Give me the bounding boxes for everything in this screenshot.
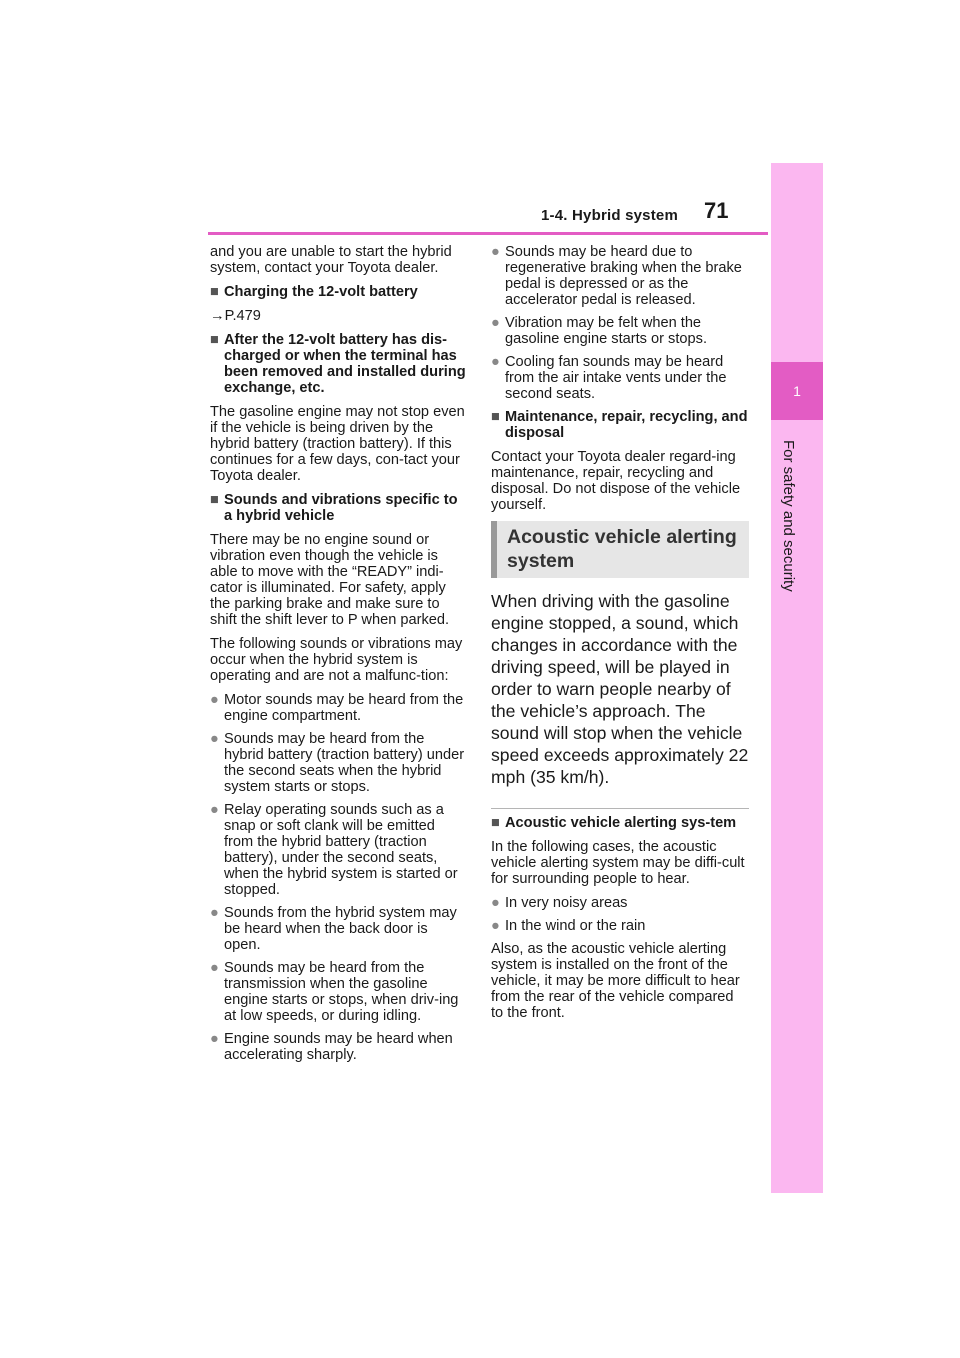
- bullet-icon: ●: [491, 244, 500, 260]
- bullet-icon: ●: [210, 692, 219, 708]
- subheading-sounds: ■Sounds and vibrations specific to a hyb…: [210, 492, 458, 524]
- bullet-icon: ●: [491, 918, 500, 934]
- subheading-maintenance: ■Maintenance, repair, recycling, and dis…: [491, 409, 748, 441]
- section-heading-avas: Acoustic vehicle alerting system: [491, 521, 749, 578]
- right-column: ●Sounds may be heard due to regenerative…: [491, 244, 749, 1029]
- bullet-icon: ●: [491, 315, 500, 331]
- subheading-charging: ■Charging the 12-volt battery: [210, 284, 418, 300]
- page-reference-link[interactable]: →P.479: [210, 308, 261, 324]
- list-item: ●Sounds may be heard due to regenerative…: [491, 244, 742, 308]
- subheading-avas: ■Acoustic vehicle alerting sys-tem: [491, 815, 737, 831]
- bullet-icon: ●: [210, 731, 219, 747]
- maintenance-paragraph: Contact your Toyota dealer regard-ing ma…: [491, 449, 741, 513]
- bullet-icon: ●: [210, 960, 219, 976]
- sounds-paragraph-2: The following sounds or vibrations may o…: [210, 636, 463, 684]
- chapter-number: 1: [771, 362, 823, 420]
- list-item: ●Sounds may be heard from the hybrid bat…: [210, 731, 465, 795]
- avas-intro-paragraph: When driving with the gasoline engine st…: [491, 591, 749, 787]
- bullet-icon: ●: [210, 1031, 219, 1047]
- square-bullet-icon: ■: [210, 492, 219, 508]
- after-discharge-paragraph: The gasoline engine may not stop even if…: [210, 404, 465, 484]
- bullet-icon: ●: [210, 905, 219, 921]
- list-item: ●Sounds from the hybrid system may be he…: [210, 905, 457, 953]
- list-item: ●Motor sounds may be heard from the engi…: [210, 692, 464, 724]
- list-item: ●In very noisy areas: [491, 895, 628, 911]
- avas-paragraph-2: Also, as the acoustic vehicle alerting s…: [491, 941, 740, 1021]
- chapter-side-tab: [771, 163, 823, 1193]
- list-item: ●In the wind or the rain: [491, 918, 646, 934]
- avas-paragraph: In the following cases, the acoustic veh…: [491, 839, 745, 887]
- chapter-label: For safety and security: [780, 440, 797, 592]
- bullet-icon: ●: [491, 354, 500, 370]
- list-item: ●Engine sounds may be heard when acceler…: [210, 1031, 453, 1063]
- bullet-icon: ●: [210, 802, 219, 818]
- list-item: ●Relay operating sounds such as a snap o…: [210, 802, 458, 898]
- square-bullet-icon: ■: [491, 409, 500, 425]
- intro-paragraph: and you are unable to start the hybrid s…: [210, 244, 452, 276]
- header-divider: [208, 232, 768, 235]
- sounds-paragraph-1: There may be no engine sound or vibratio…: [210, 532, 450, 628]
- section-title: 1-4. Hybrid system: [541, 207, 678, 224]
- list-item: ●Cooling fan sounds may be heard from th…: [491, 354, 727, 402]
- bullet-icon: ●: [491, 895, 500, 911]
- square-bullet-icon: ■: [210, 332, 219, 348]
- list-item: ●Vibration may be felt when the gasoline…: [491, 315, 707, 347]
- page-number: 71: [704, 198, 729, 223]
- list-item: ●Sounds may be heard from the transmissi…: [210, 960, 459, 1024]
- square-bullet-icon: ■: [210, 284, 219, 300]
- section-divider: [491, 808, 749, 809]
- left-column: and you are unable to start the hybrid s…: [210, 244, 468, 1070]
- square-bullet-icon: ■: [491, 815, 500, 831]
- subheading-after-discharge: ■After the 12-volt battery has dis-charg…: [210, 332, 466, 396]
